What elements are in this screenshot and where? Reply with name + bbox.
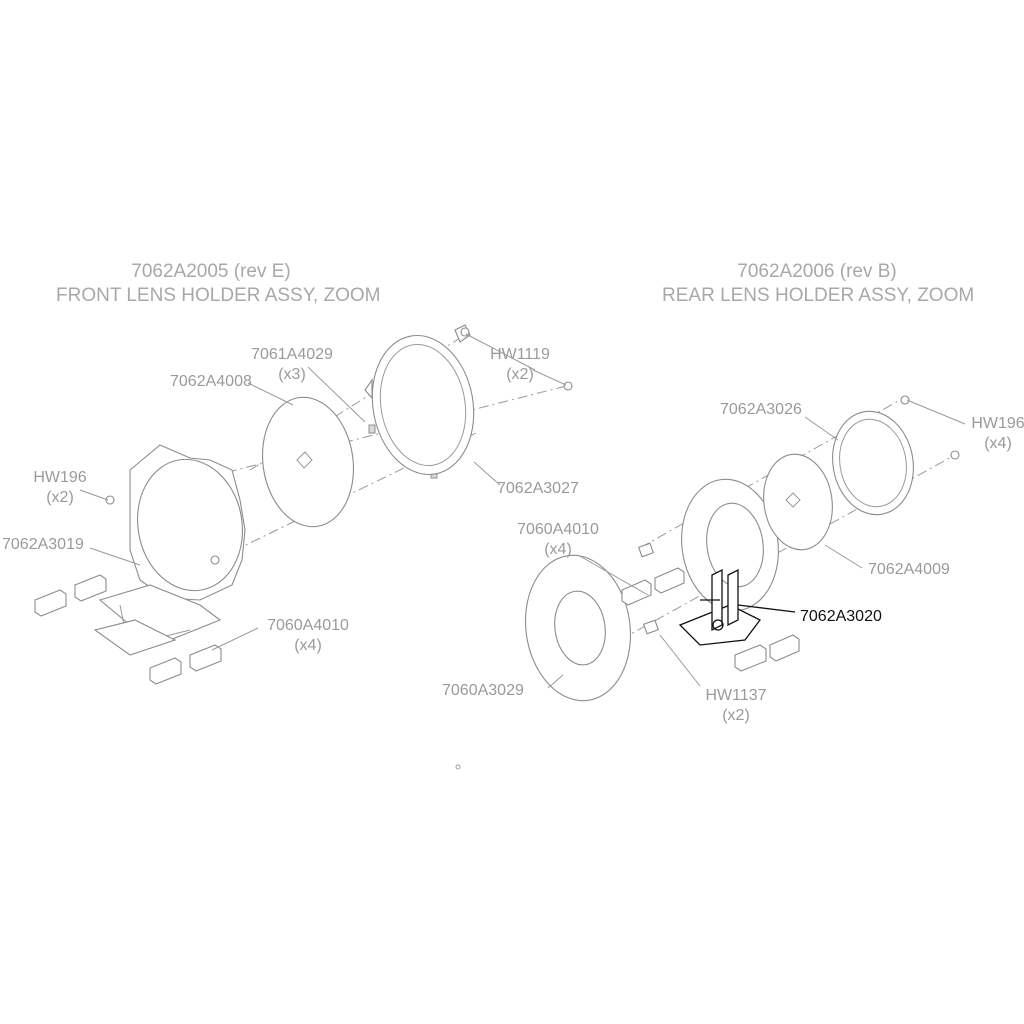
label-7062A4008: 7062A4008 [170,373,252,390]
label-7062A3020: 7062A3020 [800,608,882,625]
rear-assembly-title: 7062A2006 (rev B) REAR LENS HOLDER ASSY,… [662,260,975,308]
front-holder-bracket [93,444,246,656]
rear-assembly-title-line1: 7062A2006 (rev B) [737,261,897,282]
label-HW196-front-qty: (x2) [46,489,74,506]
label-HW196-front-number: HW196 [33,469,87,486]
label-7062A3026: 7062A3026 [720,401,802,418]
front-hw196-screws [105,495,220,565]
rear-centerline-bottom [619,454,956,641]
label-HW196-rear-qty: (x4) [984,435,1012,452]
leader-lines [79,333,966,689]
label-7060A4010-front: 7060A4010 (x4) [258,616,358,656]
front-hw1119-screws [460,327,573,391]
label-7060A3029: 7060A3029 [442,682,524,699]
label-HW1137-number: HW1137 [705,687,767,704]
rear-assembly-title-line2: REAR LENS HOLDER ASSY, ZOOM [662,285,975,306]
label-7062A3019: 7062A3019 [2,536,84,553]
label-HW1137: HW1137 (x2) [696,686,776,726]
rear-hw196-screws [900,395,960,460]
label-HW196-rear-number: HW196 [971,415,1024,432]
front-lens-disc [261,396,355,528]
front-assembly-title-line2: FRONT LENS HOLDER ASSY, ZOOM [56,285,381,306]
rear-retaining-ring [832,410,914,516]
front-assembly-drawing [34,324,573,685]
front-assembly-title-line1: 7062A2005 (rev E) [131,261,291,282]
label-7062A3027: 7062A3027 [497,480,579,497]
front-spacer-blocks [34,574,222,685]
label-7060A4010-front-number: 7060A4010 [267,617,349,634]
label-HW1119-number: HW1119 [490,346,550,363]
label-7060A4010-rear: 7060A4010 (x4) [508,520,608,560]
label-7060A4010-rear-number: 7060A4010 [517,521,599,538]
label-HW196-front: HW196 (x2) [20,468,100,508]
label-7060A4010-front-qty: (x4) [294,637,322,654]
rear-assembly-drawing [524,395,960,702]
front-assembly-title: 7062A2005 (rev E) FRONT LENS HOLDER ASSY… [56,260,381,308]
label-HW196-rear: HW196 (x4) [958,414,1024,454]
label-7061A4029-number: 7061A4029 [251,346,333,363]
label-HW1119-qty: (x2) [506,366,534,383]
rear-holder-plate [681,478,779,612]
rear-large-washer [524,554,632,702]
label-7062A4009: 7062A4009 [868,561,950,578]
label-7061A4029: 7061A4029 (x3) [242,345,342,385]
front-retaining-ring [364,324,475,476]
rear-hw1137-standoffs [637,542,660,635]
rear-lens-disc [763,453,833,551]
label-HW1137-qty: (x2) [722,707,750,724]
rear-spacer-blocks [621,567,800,672]
label-HW1119: HW1119 (x2) [480,345,560,385]
stray-dot [455,764,461,770]
label-7061A4029-qty: (x3) [278,366,306,383]
label-7060A4010-rear-qty: (x4) [544,541,572,558]
rear-bracket-highlighted [678,568,761,646]
